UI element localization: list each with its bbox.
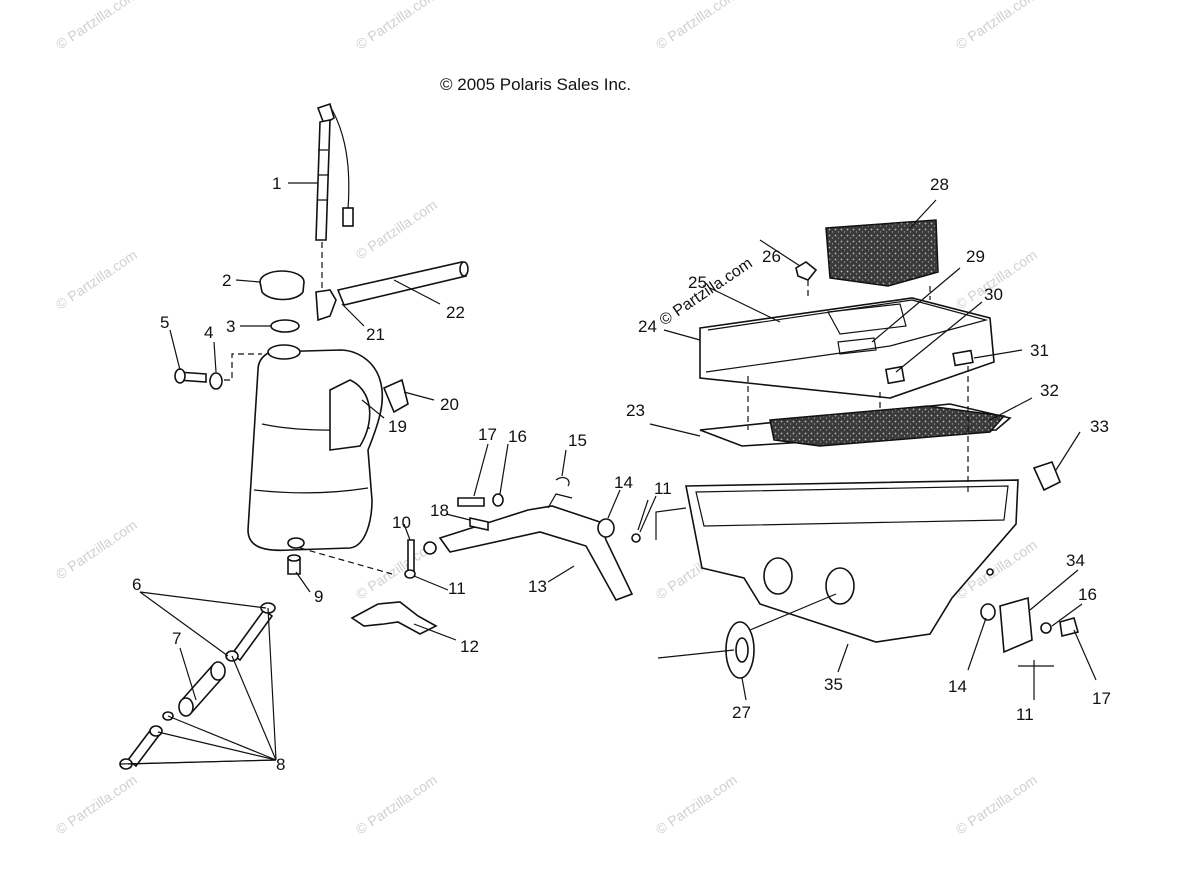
latch-clip xyxy=(1032,461,1062,492)
callout-16a: 16 xyxy=(508,427,527,446)
callout-2: 2 xyxy=(222,271,231,290)
airbox-base xyxy=(685,479,1019,643)
callout-17b: 17 xyxy=(1092,689,1111,708)
stud xyxy=(407,539,415,575)
fuel-cap xyxy=(259,270,305,301)
filter-element xyxy=(769,405,1006,447)
callout-8: 8 xyxy=(276,755,285,774)
callout-35: 35 xyxy=(824,675,843,694)
callout-11c: 11 xyxy=(1016,705,1034,724)
fuel-gauge-hose xyxy=(315,102,354,290)
fuel-tank xyxy=(247,344,384,552)
callout-21: 21 xyxy=(366,325,385,344)
callout-12: 12 xyxy=(460,637,479,656)
callout-28: 28 xyxy=(930,175,949,194)
callout-5: 5 xyxy=(160,313,169,332)
callout-10: 10 xyxy=(392,513,411,532)
callout-labels: 1 2 3 4 5 6 7 8 9 10 11 11 11 12 13 14 1… xyxy=(132,174,1111,774)
watermark-text: © Partzilla.com xyxy=(353,196,440,262)
callout-22: 22 xyxy=(446,303,465,322)
callout-25: 25 xyxy=(688,273,707,292)
callout-32: 32 xyxy=(1040,381,1059,400)
callout-4: 4 xyxy=(204,323,213,342)
callout-11b: 11 xyxy=(654,479,672,498)
callout-31: 31 xyxy=(1030,341,1049,360)
callout-29: 29 xyxy=(966,247,985,266)
cap-gasket xyxy=(270,319,300,333)
callout-23: 23 xyxy=(626,401,645,420)
callout-14b: 14 xyxy=(948,677,967,696)
watermark-text: © Partzilla.com xyxy=(653,0,740,52)
callout-9: 9 xyxy=(314,587,323,606)
callout-13: 13 xyxy=(528,577,547,596)
callout-1: 1 xyxy=(272,174,281,193)
mount-bracket xyxy=(350,601,438,635)
inline-watermark: © Partzilla.com xyxy=(657,255,756,329)
vent-fitting xyxy=(795,261,818,281)
fuel-filter xyxy=(178,661,226,717)
side-bracket xyxy=(999,596,1033,654)
fuel-hose-upper xyxy=(225,602,276,662)
elbow-fitting xyxy=(315,289,337,322)
fuel-filter-group xyxy=(119,602,276,770)
callout-7: 7 xyxy=(172,629,181,648)
drain-fitting xyxy=(287,554,301,575)
watermark-text: © Partzilla.com xyxy=(53,246,140,312)
watermark-text: © Partzilla.com xyxy=(653,771,740,837)
callout-19: 19 xyxy=(388,417,407,436)
callout-24: 24 xyxy=(638,317,657,336)
watermark-text: © Partzilla.com xyxy=(353,0,440,52)
callout-6: 6 xyxy=(132,575,141,594)
callout-20: 20 xyxy=(440,395,459,414)
callout-3: 3 xyxy=(226,317,235,336)
upper-foam-filter xyxy=(825,219,939,287)
watermark-text: © Partzilla.com xyxy=(353,771,440,837)
tank-bolt xyxy=(174,368,207,384)
callout-34: 34 xyxy=(1066,551,1085,570)
airbox-lid xyxy=(699,297,995,399)
callout-26: 26 xyxy=(762,247,781,266)
callout-18: 18 xyxy=(430,501,449,520)
vent-tube xyxy=(336,261,469,306)
airbox-group xyxy=(637,219,1079,679)
watermark-text: © Partzilla.com xyxy=(953,0,1040,52)
bracket-group xyxy=(350,476,641,635)
callout-16b: 16 xyxy=(1078,585,1097,604)
copyright-text: © 2005 Polaris Sales Inc. xyxy=(440,75,631,94)
callout-27: 27 xyxy=(732,703,751,722)
watermark-text: © Partzilla.com xyxy=(53,0,140,52)
callout-33: 33 xyxy=(1090,417,1109,436)
watermark-text: © Partzilla.com xyxy=(953,771,1040,837)
tank-bracket xyxy=(382,378,409,414)
watermark-text: © Partzilla.com xyxy=(53,516,140,582)
watermark-text: © Partzilla.com xyxy=(53,771,140,837)
callout-15: 15 xyxy=(568,431,587,450)
washer xyxy=(209,372,223,390)
callout-17a: 17 xyxy=(478,425,497,444)
duct-seal xyxy=(725,621,755,679)
callout-11a: 11 xyxy=(448,579,466,598)
leader-lines xyxy=(119,182,1097,765)
callout-30: 30 xyxy=(984,285,1003,304)
fuel-tank-group xyxy=(174,102,469,575)
callout-14a: 14 xyxy=(614,473,633,492)
